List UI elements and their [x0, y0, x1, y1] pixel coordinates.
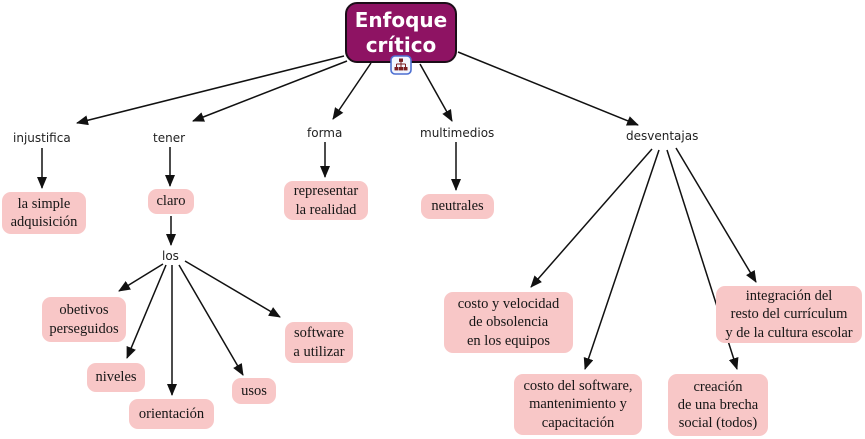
concept-creacion-brecha-social[interactable]: creación de una brecha social (todos): [668, 374, 768, 436]
concept-obetivos-perseguidos[interactable]: obetivos perseguidos: [42, 297, 126, 342]
arrow-root-to-multimedios: [419, 63, 453, 122]
arrow-root-to-tener: [192, 60, 348, 122]
arrow-desventajas-to-integracion: [675, 147, 757, 283]
arrow-root-to-forma: [332, 62, 372, 120]
arrow-los-to-obetivos: [118, 263, 164, 292]
concept-usos[interactable]: usos: [232, 378, 276, 404]
concept-software-a-utilizar[interactable]: software a utilizar: [285, 322, 353, 363]
link-label-multimedios[interactable]: multimedios: [420, 126, 495, 140]
arrow-root-to-desventajas: [457, 51, 639, 126]
root-concept-enfoque-critico[interactable]: Enfoque crítico: [345, 2, 457, 63]
concept-niveles[interactable]: niveles: [87, 363, 145, 392]
concept-costo-software-mantenimiento[interactable]: costo del software, mantenimiento y capa…: [514, 374, 642, 435]
link-label-forma[interactable]: forma: [307, 126, 343, 140]
concept-la-simple-adquisicion[interactable]: la simple adquisición: [2, 192, 86, 234]
arrow-root-to-injustifica: [76, 55, 345, 126]
link-label-los[interactable]: los: [162, 249, 179, 263]
arrow-los-to-usos: [178, 264, 244, 376]
concept-integracion-curriculum[interactable]: integración del resto del currículum y d…: [716, 286, 862, 343]
link-label-desventajas[interactable]: desventajas: [626, 129, 699, 143]
subtree-icon[interactable]: [390, 55, 412, 75]
concept-neutrales[interactable]: neutrales: [421, 194, 494, 219]
concept-costo-velocidad-obsolencia[interactable]: costo y velocidad de obsolencia en los e…: [444, 292, 573, 353]
link-label-tener[interactable]: tener: [153, 131, 186, 145]
concept-orientacion[interactable]: orientación: [129, 399, 214, 429]
arrow-los-to-niveles: [126, 264, 167, 359]
concept-claro[interactable]: claro: [148, 189, 194, 214]
arrow-desventajas-to-costo-equipos: [530, 148, 653, 288]
link-label-injustifica[interactable]: injustifica: [13, 131, 71, 145]
arrow-los-to-software: [184, 260, 281, 318]
arrow-desventajas-to-costo-software: [583, 149, 660, 370]
concept-representar-la-realidad[interactable]: representar la realidad: [284, 181, 368, 220]
